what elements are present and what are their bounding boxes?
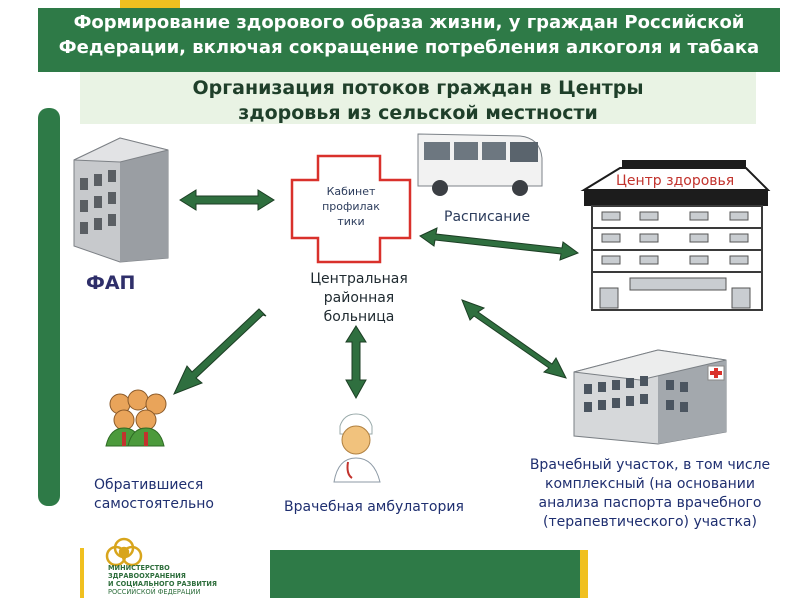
ambulatoria-label: Врачебная амбулатория [284, 499, 464, 515]
self-line-1: Обратившиеся [94, 477, 204, 493]
crh-label: Центральная районная больница [276, 270, 442, 327]
uchastok-line-2: комплексный (на основании [544, 476, 755, 492]
subtitle-line-2: здоровья из сельской местности [238, 102, 598, 124]
ministry-line-1: МИНИСТЕРСТВО [108, 564, 170, 572]
bus-icon [417, 133, 543, 196]
clinic-building-icon [573, 349, 727, 445]
people-group-icon [105, 389, 167, 447]
left-decor-bar [38, 108, 60, 506]
subtitle-line-1: Организация потоков граждан в Центры [192, 77, 644, 99]
cabinet-line-3: тики [337, 215, 365, 228]
crh-line-1: Центральная [310, 271, 408, 287]
arrow-fap-cabinet [179, 189, 275, 211]
header-title: Формирование здорового образа жизни, у г… [58, 12, 760, 58]
footer-divider [80, 548, 84, 598]
crh-line-3: больница [323, 309, 395, 325]
uchastok-label: Врачебный участок, в том числе комплексн… [500, 456, 800, 536]
top-accent-bar [120, 0, 180, 8]
ministry-logo-icon [105, 537, 143, 567]
ministry-line-2: ЗДРАВООХРАНЕНИЯ [108, 572, 186, 580]
arrow-crh-ambulatoria [345, 325, 367, 400]
footer-bar [270, 550, 580, 598]
subtitle-box: Организация потоков граждан в Центры здо… [80, 72, 756, 124]
footer-accent [580, 550, 588, 598]
fap-building-icon [73, 137, 169, 263]
health-center-label: Центр здоровья [616, 173, 735, 189]
ministry-name: МИНИСТЕРСТВО ЗДРАВООХРАНЕНИЯ И СОЦИАЛЬНО… [108, 564, 217, 596]
health-center-building-icon [580, 160, 771, 311]
subtitle-title: Организация потоков граждан в Центры здо… [80, 76, 756, 126]
uchastok-line-1: Врачебный участок, в том числе [529, 457, 771, 473]
doctor-icon [333, 413, 381, 483]
self-referred-label: Обратившиеся самостоятельно [94, 476, 254, 514]
cabinet-line-1: Кабинет [326, 185, 376, 198]
arrow-cabinet-center [419, 227, 580, 261]
uchastok-line-3: анализа паспорта врачебного [538, 495, 762, 511]
arrow-crh-uchastok [461, 299, 567, 379]
uchastok-line-4: (терапевтического) участка) [543, 514, 757, 530]
self-line-2: самостоятельно [94, 496, 214, 512]
schedule-label: Расписание [444, 209, 531, 225]
cabinet-line-2: профилак [322, 200, 380, 213]
arrow-crh-self [173, 308, 267, 395]
fap-label: ФАП [86, 272, 136, 294]
ministry-line-4: РОССИЙСКОЙ ФЕДЕРАЦИИ [108, 588, 201, 596]
cabinet-label: Кабинет профилак тики [300, 184, 402, 229]
header-banner: Формирование здорового образа жизни, у г… [38, 8, 780, 72]
red-cross-icon [290, 154, 412, 264]
crh-line-2: районная [323, 290, 395, 306]
ministry-line-3: И СОЦИАЛЬНОГО РАЗВИТИЯ [108, 580, 217, 588]
